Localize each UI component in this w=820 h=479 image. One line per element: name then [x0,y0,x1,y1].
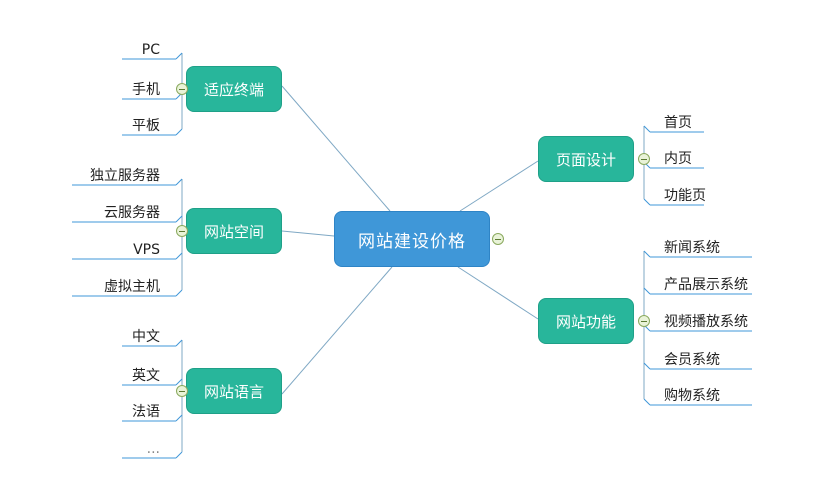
leaf-underline-curve [643,125,651,133]
leaf-pc[interactable]: PC [141,42,160,58]
leaf-underline-curve [175,339,183,347]
leaf-vps[interactable]: VPS [133,242,160,258]
collapse-minus-icon[interactable] [638,315,650,327]
leaf-feature-page[interactable]: 功能页 [664,188,706,204]
leaf-dedicated-server[interactable]: 独立服务器 [90,168,160,184]
collapse-minus-icon[interactable] [176,83,188,95]
leaf-tablet[interactable]: 平板 [132,118,160,134]
collapse-minus-icon[interactable] [176,385,188,397]
branch-label: 网站语言 [203,382,264,401]
leaf-member-system[interactable]: 会员系统 [664,352,720,368]
leaf-shopping-system[interactable]: 购物系统 [664,388,720,404]
leaf-underline-curve [643,362,651,370]
leaf-home-page[interactable]: 首页 [664,115,692,131]
leaf-underline-curve [643,287,651,295]
branch-website-language[interactable]: 网站语言 [186,368,282,414]
branch-website-space[interactable]: 网站空间 [186,208,282,254]
central-topic-label: 网站建设价格 [358,231,466,252]
leaf-underline-curve [175,128,183,136]
leaf-news-system[interactable]: 新闻系统 [664,240,720,256]
leaf-underline-curve [175,252,183,260]
branch-label: 适应终端 [203,80,264,99]
leaf-inner-page[interactable]: 内页 [664,151,692,167]
center-branch-connector [281,266,393,395]
leaf-english[interactable]: 英文 [132,368,160,384]
leaf-underline-curve [175,52,183,60]
branch-adaptive-terminals[interactable]: 适应终端 [186,66,282,112]
center-branch-connector [457,266,539,320]
center-branch-connector [459,160,539,212]
branch-website-features[interactable]: 网站功能 [538,298,634,344]
leaf-underline-curve [643,198,651,206]
branch-label: 页面设计 [555,150,616,169]
leaf-mobile[interactable]: 手机 [132,82,160,98]
collapse-minus-icon[interactable] [176,225,188,237]
leaf-video-system[interactable]: 视频播放系统 [664,314,748,330]
leaf-more[interactable]: ... [146,441,160,457]
collapse-minus-icon[interactable] [492,233,504,245]
leaf-underline-curve [643,398,651,406]
leaf-underline-curve [643,250,651,258]
leaf-underline-curve [175,289,183,297]
branch-page-design[interactable]: 页面设计 [538,136,634,182]
central-topic[interactable]: 网站建设价格 [334,211,490,267]
leaf-underline-curve [175,451,183,459]
leaf-french[interactable]: 法语 [132,404,160,420]
center-branch-connector [281,85,391,212]
leaf-underline-curve [175,414,183,422]
leaf-cloud-server[interactable]: 云服务器 [104,205,160,221]
leaf-product-system[interactable]: 产品展示系统 [664,277,748,293]
leaf-chinese[interactable]: 中文 [132,329,160,345]
center-branch-connector [281,230,335,237]
branch-label: 网站空间 [203,222,264,241]
leaf-virtual-host[interactable]: 虚拟主机 [104,279,160,295]
branch-label: 网站功能 [555,312,616,331]
leaf-underline-curve [175,215,183,223]
collapse-minus-icon[interactable] [638,153,650,165]
leaf-underline-curve [175,378,183,386]
leaf-underline-curve [175,178,183,186]
